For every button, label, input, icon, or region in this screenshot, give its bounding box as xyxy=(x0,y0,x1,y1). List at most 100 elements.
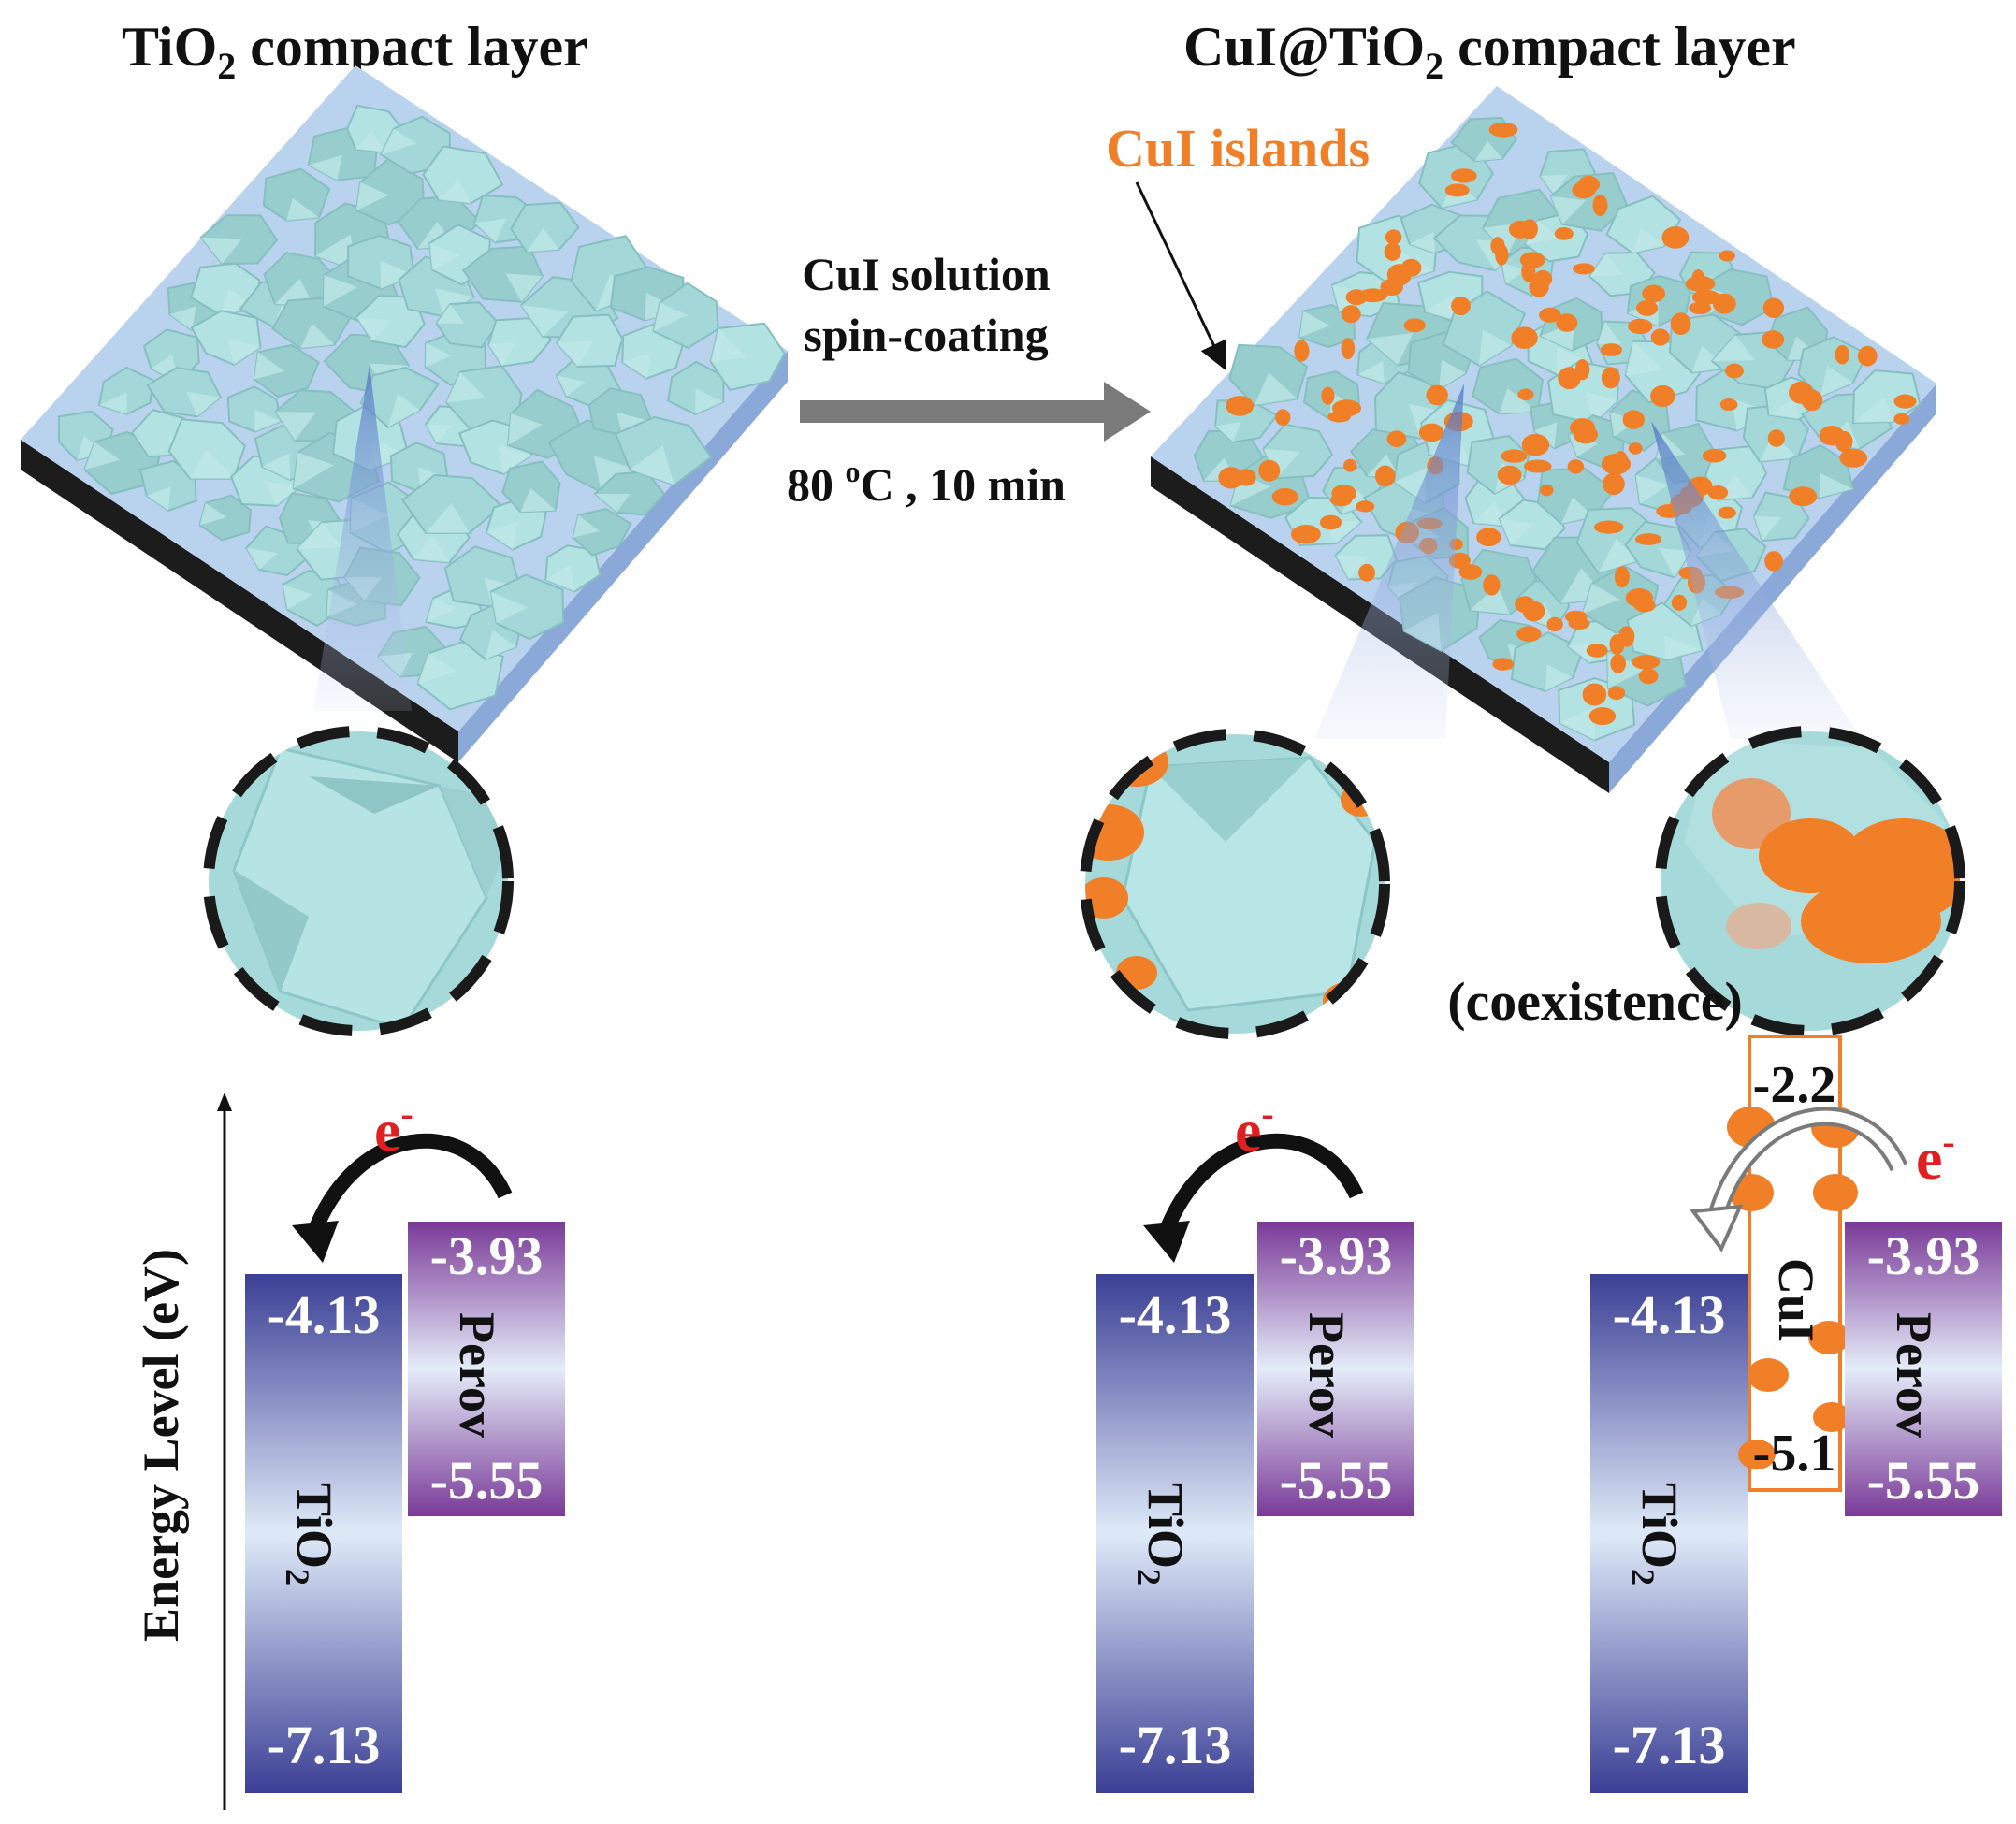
cui-island xyxy=(1258,459,1281,482)
grain-facet xyxy=(1254,372,1298,406)
grain-facet xyxy=(622,353,651,379)
grain-facet xyxy=(1335,555,1369,580)
cui-island xyxy=(1764,551,1783,572)
grain-facet xyxy=(1659,547,1691,578)
grain-facet xyxy=(1367,333,1414,366)
grain-facet xyxy=(1598,538,1639,573)
cui-island xyxy=(1592,194,1608,216)
tio2-vb-value: -7.13 xyxy=(1119,1715,1232,1775)
grain-facet xyxy=(497,444,532,474)
cui-island xyxy=(1650,384,1675,408)
grain-facet xyxy=(355,130,385,152)
cui-island xyxy=(1573,263,1595,275)
cui-island xyxy=(1426,384,1448,406)
tio2-band xyxy=(1096,1274,1254,1793)
cui-island xyxy=(1650,328,1670,346)
perov-band-label: Perov xyxy=(1298,1312,1355,1438)
cui-island xyxy=(1508,220,1532,239)
band-diagram-cui-tio2-gap: -4.13 -7.13 TiO2 -2.2 -5.1 CuI -3.93 -5.… xyxy=(1590,1035,2002,1793)
cui-island xyxy=(1767,429,1785,447)
grain-facet xyxy=(1478,329,1512,366)
grain-facet xyxy=(486,630,516,659)
cui-island xyxy=(1497,465,1522,485)
tio2-vb-value: -7.13 xyxy=(268,1715,381,1775)
electron-label: e- xyxy=(374,1093,413,1164)
cui-island xyxy=(1594,520,1624,534)
grain-facet xyxy=(1525,220,1559,245)
cui-island xyxy=(1602,453,1631,475)
cui-zoom-circle-edge xyxy=(1080,729,1390,1039)
cui-island xyxy=(1511,326,1538,350)
cui-island xyxy=(1839,448,1868,468)
grain-facet xyxy=(434,288,474,317)
cui-island xyxy=(1540,484,1554,497)
cui-island xyxy=(1573,425,1598,444)
grain-facet xyxy=(286,197,320,221)
cui-island xyxy=(1724,363,1744,379)
cui-island xyxy=(1321,386,1335,405)
cui-island xyxy=(1568,617,1590,630)
cui-island xyxy=(1622,410,1646,429)
cui-island xyxy=(1385,229,1402,245)
grain-facet xyxy=(653,302,689,332)
grain-facet xyxy=(425,342,452,368)
grain-facet xyxy=(1589,253,1624,277)
right-panel-title: CuI@TiO2 compact layer xyxy=(1183,16,1796,87)
grain-facet xyxy=(323,275,357,307)
perov-band-label: Perov xyxy=(449,1312,505,1438)
cui-island xyxy=(1294,340,1310,362)
cui-island xyxy=(1275,409,1291,427)
grain-facet xyxy=(1853,397,1893,423)
grain-facet xyxy=(508,413,543,445)
grain-facet xyxy=(1501,262,1527,284)
grain-facet xyxy=(84,442,121,470)
grain-facet xyxy=(1550,195,1587,224)
tio2-band-label: TiO2 xyxy=(279,1483,342,1585)
svg-text:80 oC , 10 min: 80 oC , 10 min xyxy=(787,455,1066,511)
coexistence-label: (coexistence) xyxy=(1447,971,1743,1032)
grain-facet xyxy=(1534,422,1558,449)
cui-cb-value: -2.2 xyxy=(1753,1056,1836,1114)
grain-facet xyxy=(1582,583,1620,614)
grain-facet xyxy=(520,487,556,513)
cui-island xyxy=(1458,564,1483,580)
perov-vb-value: -5.55 xyxy=(1867,1450,1980,1511)
cui-island xyxy=(1628,318,1653,335)
cui-islands-pointer xyxy=(1135,181,1226,370)
cui-island xyxy=(1628,442,1643,455)
cui-island xyxy=(1330,493,1353,507)
cui-island xyxy=(1702,448,1727,463)
cui-island xyxy=(1343,458,1357,472)
grain-facet xyxy=(417,653,457,684)
cui-island xyxy=(1577,175,1601,194)
grain-facet xyxy=(710,328,747,362)
cui-island xyxy=(1358,288,1387,303)
cui-island xyxy=(1789,486,1818,507)
grain-facet xyxy=(527,228,559,253)
perov-band xyxy=(408,1222,565,1516)
tio2-cb-value: -4.13 xyxy=(1119,1284,1232,1345)
grain-facet xyxy=(262,453,291,480)
grain-facet xyxy=(293,452,334,489)
cui-island xyxy=(1403,318,1426,333)
grain-facet xyxy=(1597,321,1622,344)
grain-facet xyxy=(426,502,470,533)
grain-facet xyxy=(438,179,471,204)
grain-facet xyxy=(283,584,312,610)
cui-island xyxy=(1539,307,1561,323)
cui-island xyxy=(1375,465,1396,487)
zoom-beam xyxy=(1651,421,1862,739)
tio2-band xyxy=(1590,1274,1748,1793)
grain-facet xyxy=(429,242,460,270)
grain-facet xyxy=(356,316,392,341)
band-diagram-tio2: -4.13 -7.13 TiO2 -3.93 -5.55 Perov e- xyxy=(245,1093,565,1793)
grain-facet xyxy=(254,352,285,380)
grain-facet xyxy=(1545,664,1574,691)
grain-facet xyxy=(545,564,575,592)
tio2-band xyxy=(245,1274,402,1793)
grain-facet xyxy=(387,393,420,427)
grain-facet xyxy=(556,375,586,397)
grain-facet xyxy=(200,237,242,264)
cui-island xyxy=(1226,396,1255,416)
cui-island xyxy=(1291,525,1321,544)
